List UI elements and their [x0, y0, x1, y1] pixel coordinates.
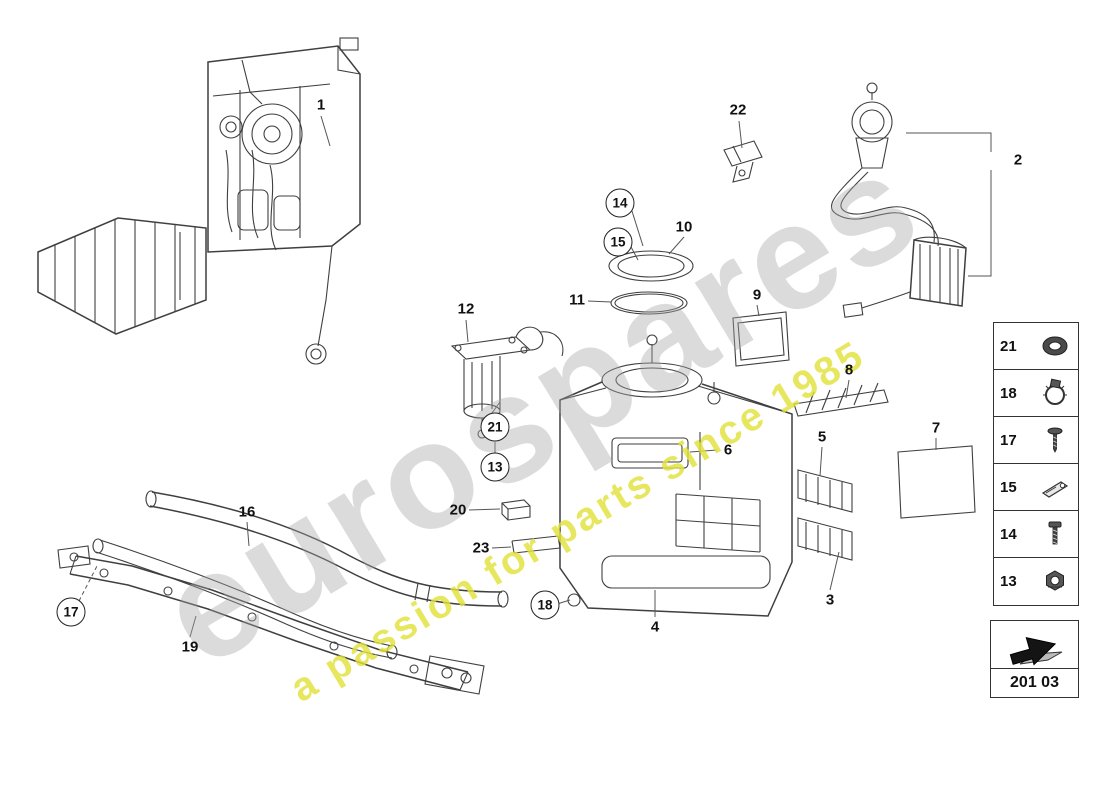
callout-9[interactable]: 9	[752, 286, 762, 304]
callout-12[interactable]: 12	[457, 300, 475, 318]
legend-number: 13	[1000, 573, 1017, 590]
gasket-rings-drawing	[608, 250, 694, 315]
legend-row-13[interactable]: 13	[994, 558, 1078, 605]
leader-lines	[78, 115, 992, 638]
legend-number: 21	[1000, 337, 1017, 355]
legend-row-21[interactable]: 21	[994, 323, 1078, 370]
legend-number: 17	[1000, 431, 1017, 449]
legend-row-14[interactable]: 14	[994, 511, 1078, 558]
legend-row-15[interactable]: 15	[994, 464, 1078, 511]
callout-11[interactable]: 11	[569, 291, 585, 309]
callout-19[interactable]: 19	[181, 638, 199, 656]
arrow-icon	[991, 621, 1078, 668]
sensor-22-drawing	[723, 140, 763, 183]
screw-icon	[1047, 427, 1063, 453]
washer-icon	[1042, 336, 1068, 356]
callout-5[interactable]: 5	[817, 428, 827, 446]
nut-icon	[1046, 569, 1064, 591]
callout-13[interactable]: 13	[480, 452, 510, 482]
tank-assembly-1-drawing	[37, 37, 361, 365]
callout-22[interactable]: 22	[729, 101, 747, 119]
callout-2[interactable]: 2	[1013, 151, 1023, 169]
callout-3[interactable]: 3	[825, 591, 835, 609]
callout-4[interactable]: 4	[650, 618, 660, 636]
callout-1[interactable]: 1	[316, 96, 326, 114]
callout-6[interactable]: 6	[723, 441, 733, 459]
callout-7[interactable]: 7	[931, 419, 941, 437]
callout-18[interactable]: 18	[530, 590, 560, 620]
hose-clamp-icon	[1043, 378, 1067, 405]
diagram-code-box: 201 03	[990, 620, 1079, 698]
foam-pads-drawing	[732, 311, 976, 561]
legend-number: 18	[1000, 384, 1017, 402]
diagram-code: 201 03	[991, 668, 1078, 697]
fuel-sender-2-drawing	[830, 82, 967, 318]
callout-20[interactable]: 20	[449, 501, 467, 519]
legend-row-18[interactable]: 18	[994, 370, 1078, 417]
callout-21[interactable]: 21	[480, 412, 510, 442]
bolt-icon	[1048, 521, 1062, 545]
callout-17[interactable]: 17	[56, 597, 86, 627]
bracket-19-drawing	[57, 545, 485, 695]
hardware-legend: 21 18 17 15	[993, 322, 1079, 606]
callout-10[interactable]: 10	[675, 218, 693, 236]
legend-row-17[interactable]: 17	[994, 417, 1078, 464]
callout-14[interactable]: 14	[605, 188, 635, 218]
legend-number: 15	[1000, 478, 1017, 496]
callout-23[interactable]: 23	[472, 539, 490, 557]
legend-number: 14	[1000, 525, 1017, 543]
retaining-clip-icon	[1041, 481, 1069, 498]
fuel-tank-drawing	[559, 334, 793, 617]
callout-16[interactable]: 16	[238, 503, 256, 521]
small-parts-drawing	[501, 499, 561, 554]
callout-15[interactable]: 15	[603, 227, 633, 257]
callout-8[interactable]: 8	[844, 361, 854, 379]
filler-pipe-16-drawing	[92, 490, 509, 660]
